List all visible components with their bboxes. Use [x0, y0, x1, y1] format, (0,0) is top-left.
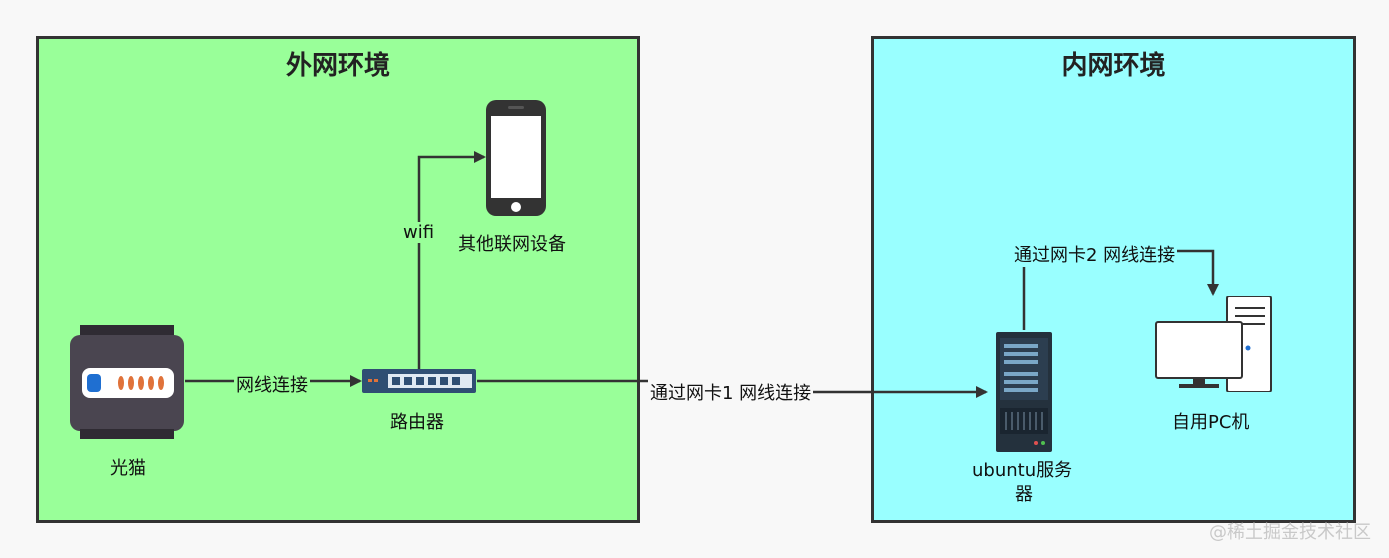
server-label-line2: 器 [1015, 484, 1033, 505]
edge-label-server-pc: 通过网卡2 网线连接 [1012, 241, 1178, 267]
pc-label: 自用PC机 [1172, 412, 1250, 433]
modem-icon [70, 325, 184, 439]
server-label-line1: ubuntu服务 [972, 460, 1073, 481]
watermark-text: @稀土掘金技术社区 [1209, 522, 1371, 543]
phone-node [486, 100, 546, 216]
router-label: 路由器 [390, 412, 444, 433]
modem-label: 光猫 [110, 458, 146, 479]
router-node [362, 369, 476, 395]
router-switch-icon [362, 369, 476, 393]
desktop-pc-icon [1155, 295, 1272, 393]
smartphone-icon [486, 100, 546, 216]
edge-label-modem-router: 网线连接 [234, 371, 310, 397]
edge-router-phone [417, 151, 486, 370]
modem-node [70, 325, 186, 439]
edge-label-router-phone: wifi [401, 222, 437, 243]
inner-network-zone: 内网环境 [871, 36, 1356, 523]
phone-label: 其他联网设备 [458, 234, 566, 255]
outer-zone-title: 外网环境 [285, 51, 390, 81]
server-node [996, 332, 1052, 452]
edge-label-router-server: 通过网卡1 网线连接 [648, 379, 814, 405]
pc-node [1155, 295, 1273, 393]
server-rack-icon [996, 332, 1052, 452]
inner-zone-title: 内网环境 [1061, 51, 1166, 81]
